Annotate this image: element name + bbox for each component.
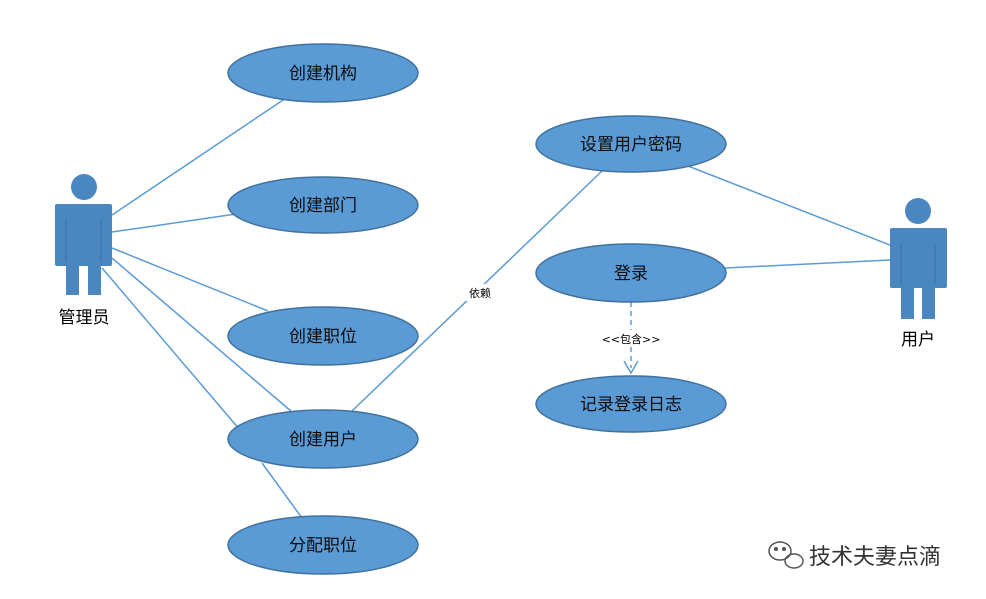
user-associations [687, 165, 891, 269]
uc-log-login-label: 记录登录日志 [580, 395, 682, 415]
watermark-text: 技术夫妻点滴 [809, 545, 941, 570]
admin-actor-icon[interactable] [55, 174, 112, 295]
user-actor-icon[interactable] [890, 198, 947, 319]
uc-create-dept[interactable] [227, 176, 419, 234]
include-arrowhead [623, 360, 639, 375]
admin-actor-label: 管理员 [59, 308, 110, 328]
dependency-label-bg [460, 284, 500, 301]
uc-create-org-label: 创建机构 [289, 64, 357, 84]
line-admin-create-dept [111, 213, 237, 233]
line-user-set-password [687, 165, 891, 246]
line-admin-create-user-2 [101, 267, 241, 431]
uc-assign-position-label: 分配职位 [289, 536, 357, 556]
uc-assign-position[interactable] [227, 515, 419, 575]
line-admin-create-user [111, 257, 293, 413]
line-create-user-assign [261, 462, 303, 519]
include-label-bg [598, 330, 664, 347]
line-user-login [724, 259, 891, 269]
admin-actor-outline [65, 220, 102, 262]
include-label: <<包含>> [602, 332, 661, 346]
dependency-label: 依赖 [469, 287, 491, 300]
admin-associations [101, 97, 303, 519]
uc-create-org[interactable] [227, 43, 419, 103]
user-actor-label: 用户 [901, 330, 935, 350]
uc-log-login[interactable] [535, 375, 727, 433]
uc-create-dept-label: 创建部门 [289, 196, 357, 216]
uc-set-password[interactable] [535, 115, 727, 173]
uc-login[interactable] [535, 243, 727, 303]
line-admin-create-org [111, 97, 287, 216]
wechat-icon [768, 541, 804, 569]
uc-create-user-label: 创建用户 [289, 430, 357, 450]
uc-set-password-label: 设置用户密码 [580, 135, 682, 155]
uc-create-user[interactable] [227, 409, 419, 469]
line-admin-create-position [111, 247, 269, 312]
uc-create-position[interactable] [227, 306, 419, 366]
user-actor-outline [900, 244, 936, 284]
uc-create-position-label: 创建职位 [289, 327, 357, 347]
uc-login-label: 登录 [614, 264, 648, 284]
